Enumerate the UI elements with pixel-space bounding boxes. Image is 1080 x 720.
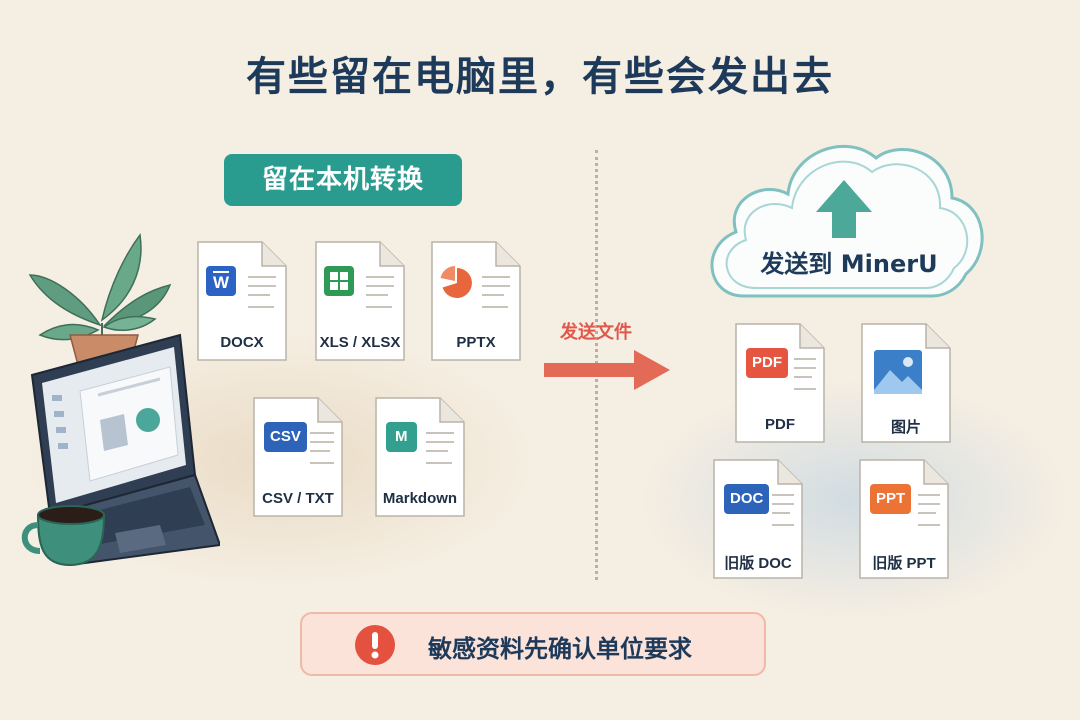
page-title: 有些留在电脑里，有些会发出去 <box>246 54 834 100</box>
word-icon: W <box>206 266 236 296</box>
text-lines-icon <box>772 494 794 526</box>
file-label: CSV / TXT <box>262 490 334 507</box>
sensitive-data-warning: 敏感资料先确认单位要求 <box>300 612 766 676</box>
file-card-xlsx: XLS / XLSX <box>314 240 406 362</box>
file-label: XLS / XLSX <box>319 334 401 351</box>
svg-text:W: W <box>213 273 230 292</box>
text-lines-icon <box>918 494 940 526</box>
exclamation-icon <box>355 625 395 665</box>
file-label: Markdown <box>382 490 458 507</box>
file-card-pdf: PDF PDF <box>734 322 826 444</box>
text-lines-icon <box>794 358 816 390</box>
warning-text: 敏感资料先确认单位要求 <box>428 635 692 663</box>
file-card-pptx: PPTX <box>430 240 522 362</box>
file-card-docx: W DOCX <box>196 240 288 362</box>
markdown-icon: M <box>386 422 417 452</box>
pdf-icon: PDF <box>746 348 788 378</box>
file-label: DOCX <box>220 334 264 351</box>
file-label: 图片 <box>890 419 921 436</box>
file-card-csv: CSV CSV / TXT <box>252 396 344 518</box>
doc-icon: DOC <box>724 484 770 514</box>
excel-icon <box>324 266 354 296</box>
right-ground-shadow <box>640 380 1070 620</box>
text-lines-icon <box>310 432 334 464</box>
file-label: PDF <box>765 416 795 433</box>
cloud-upload-icon <box>710 144 984 298</box>
file-label: 旧版 DOC <box>724 555 792 572</box>
text-lines-icon <box>248 276 276 308</box>
local-convert-badge: 留在本机转换 <box>224 154 462 206</box>
send-files-label: 发送文件 <box>560 322 632 343</box>
coffee-mug-icon <box>21 505 106 567</box>
csv-icon: CSV <box>264 422 307 452</box>
ppt-icon: PPT <box>870 484 912 514</box>
file-card-markdown: M Markdown <box>374 396 466 518</box>
file-label: 旧版 PPT <box>872 555 936 572</box>
image-icon <box>874 350 922 394</box>
text-lines-icon <box>426 432 454 464</box>
send-to-mineru-label: 发送到 MinerU <box>760 250 938 278</box>
text-lines-icon <box>366 276 394 308</box>
file-card-ppt: PPT 旧版 PPT <box>858 458 950 580</box>
file-label: PPTX <box>456 334 496 351</box>
text-lines-icon <box>482 276 510 308</box>
arrow-right-icon <box>544 350 670 390</box>
file-card-doc: DOC 旧版 DOC <box>712 458 804 580</box>
laptop-screen-icon <box>30 333 197 517</box>
powerpoint-icon <box>440 266 472 298</box>
file-card-image: 图片 <box>860 322 952 444</box>
laptop-illustration <box>21 233 220 567</box>
